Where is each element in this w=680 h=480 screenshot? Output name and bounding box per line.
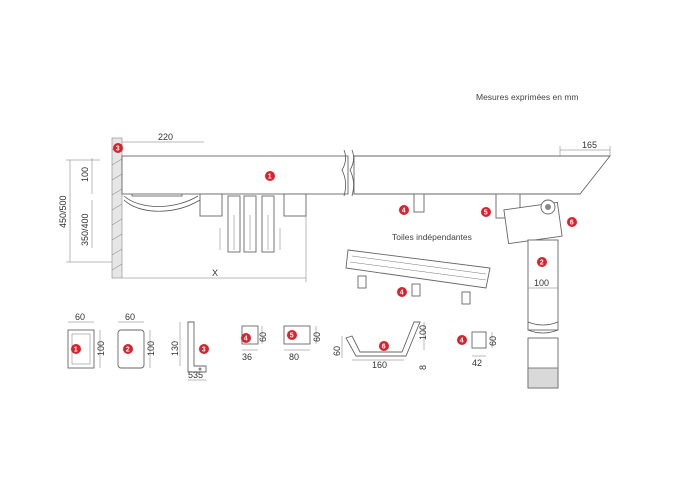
svg-text:5: 5	[484, 210, 488, 217]
svg-text:100: 100	[418, 325, 428, 340]
badge-wall: 3	[113, 143, 123, 153]
svg-text:4: 4	[402, 208, 406, 215]
svg-text:6: 6	[570, 220, 574, 227]
profile-1: 60 100 1	[67, 312, 106, 369]
toiles-label: Toiles indépendantes	[392, 232, 472, 242]
profile-7: 42 60 4	[457, 331, 498, 368]
svg-text:36: 36	[242, 352, 252, 362]
main-elevation-view: 220 100 450/500 350/400 X 165 100 3 1 4 …	[58, 132, 611, 389]
dim-column-width: 100	[534, 278, 549, 288]
carrier-4	[413, 193, 425, 213]
dim-left-height: 100	[80, 167, 90, 182]
svg-text:100: 100	[96, 341, 106, 356]
svg-text:100: 100	[146, 341, 156, 356]
svg-text:4: 4	[244, 336, 248, 343]
wall	[111, 137, 123, 279]
svg-text:8: 8	[418, 365, 428, 370]
badge-column: 2	[537, 257, 547, 267]
svg-text:60: 60	[488, 336, 498, 346]
svg-text:6: 6	[382, 344, 386, 351]
svg-text:1: 1	[268, 174, 272, 181]
badge-rail: 1	[265, 171, 275, 181]
svg-text:2: 2	[126, 347, 130, 354]
badge-carrier: 4	[399, 205, 409, 215]
main-rail-right	[353, 155, 611, 195]
dim-height-a: 450/500	[58, 195, 68, 228]
svg-text:535: 535	[188, 370, 203, 380]
column	[527, 239, 559, 331]
svg-text:2: 2	[540, 260, 544, 267]
profile-6: 60 160 100 8 6	[332, 321, 428, 370]
svg-text:60: 60	[312, 332, 322, 342]
badge-toiles: 4	[397, 287, 407, 297]
detail-toiles: Toiles indépendantes 4	[345, 232, 491, 305]
svg-text:4: 4	[400, 290, 404, 297]
dim-wall-offset: 220	[158, 132, 173, 142]
svg-text:4: 4	[460, 338, 464, 345]
svg-text:130: 130	[170, 341, 180, 356]
dim-x: X	[212, 268, 218, 278]
svg-text:3: 3	[202, 347, 206, 354]
dim-height-b: 350/400	[80, 213, 90, 246]
svg-text:3: 3	[116, 146, 120, 153]
profile-3: 130 535 3	[170, 321, 209, 381]
svg-text:60: 60	[125, 312, 135, 322]
profile-5: 80 60 5	[283, 325, 322, 362]
dim-projection: 165	[582, 140, 597, 150]
svg-text:60: 60	[75, 312, 85, 322]
svg-text:60: 60	[258, 332, 268, 342]
badge-end: 6	[567, 217, 577, 227]
badge-carrier2: 5	[481, 207, 491, 217]
svg-text:1: 1	[74, 347, 78, 354]
bracket-arm	[123, 199, 201, 212]
units-note: Mesures exprimées en mm	[476, 92, 579, 102]
svg-text:42: 42	[472, 358, 482, 368]
carriers-left	[199, 193, 307, 253]
profile-4: 36 60 4	[241, 325, 268, 362]
svg-text:160: 160	[372, 360, 387, 370]
svg-text:80: 80	[289, 352, 299, 362]
svg-text:60: 60	[332, 346, 342, 356]
main-rail-left	[121, 155, 349, 195]
profile-2: 60 100 2	[117, 312, 156, 369]
svg-text:5: 5	[290, 333, 294, 340]
